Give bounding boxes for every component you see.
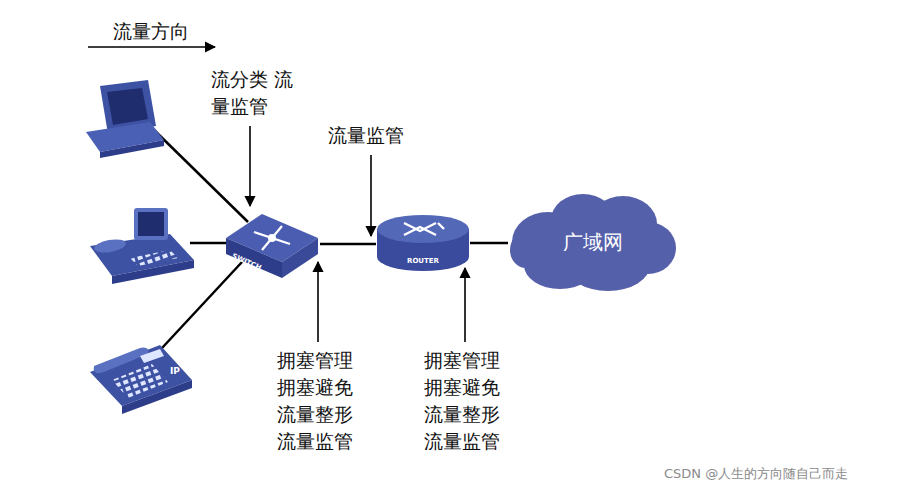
pc-wire (152, 128, 248, 222)
leader-arrow (317, 262, 319, 342)
flow-direction-label: 流量方向 (113, 18, 189, 45)
flow-arrow (88, 46, 215, 48)
switch-box: SWITCH (224, 208, 320, 280)
link-line (470, 242, 508, 245)
video-phone-wire (190, 242, 228, 245)
video-phone-icon (90, 208, 194, 284)
leader-arrow (370, 155, 372, 236)
node-text: ROUTER (407, 257, 439, 265)
ip-phone-wire (162, 262, 242, 348)
switch-box-shape (224, 208, 320, 280)
ip-phone-icon (90, 345, 192, 414)
wan-cloud: 广域网 (508, 190, 678, 295)
watermark: CSDN @人生的方向随自己而走 (664, 466, 848, 482)
function-label: 流量监管 (328, 122, 404, 149)
pc-icon (86, 80, 164, 158)
function-label: 流分类 流量监管 (211, 66, 295, 120)
leader-arrow (464, 268, 466, 342)
phone-marking: IP (170, 366, 180, 377)
node-text: 广域网 (563, 229, 623, 256)
leader-arrow (249, 126, 251, 206)
function-label: 拥塞管理 拥塞避免 流量整形 流量监管 (277, 347, 361, 455)
function-label: 拥塞管理 拥塞避免 流量整形 流量监管 (424, 347, 508, 455)
link-line (320, 243, 376, 246)
router-box: ROUTER (376, 213, 470, 273)
